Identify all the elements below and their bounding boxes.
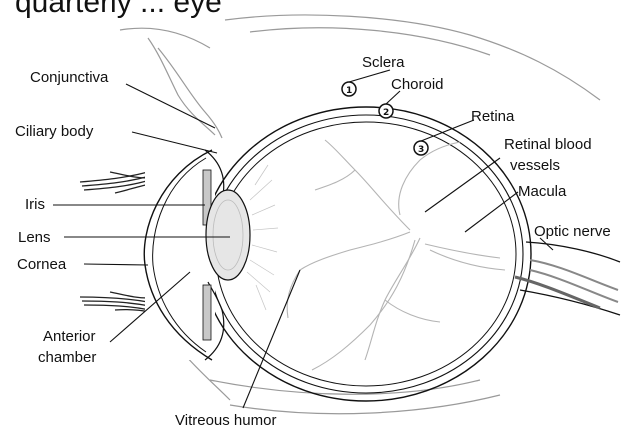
label-ciliary-body: Ciliary body: [15, 123, 94, 140]
lower-eyelashes: [80, 292, 150, 312]
label-anterior-chamber-1: Anterior: [43, 328, 96, 345]
socket-upper-2: [250, 28, 490, 55]
label-iris: Iris: [25, 196, 45, 213]
marker-sclera: 1: [342, 82, 356, 96]
eye-illustration: 1 2 3: [80, 15, 620, 414]
labels: Sclera Choroid Retina Retinal blood vess…: [15, 54, 611, 429]
upper-eyelashes: [80, 172, 150, 193]
label-cornea: Cornea: [17, 256, 67, 273]
label-sclera: Sclera: [362, 54, 405, 71]
iris-lower: [203, 285, 211, 340]
upper-lid-inner: [158, 48, 222, 138]
label-lens: Lens: [18, 229, 51, 246]
label-retina: Retina: [471, 108, 515, 125]
label-vitreous-humor: Vitreous humor: [175, 412, 276, 429]
label-macula: Macula: [518, 183, 567, 200]
optic-nerve-lower: [520, 290, 620, 315]
label-choroid: Choroid: [391, 76, 444, 93]
label-conjunctiva: Conjunctiva: [30, 69, 109, 86]
label-anterior-chamber-2: chamber: [38, 349, 96, 366]
socket-lower: [230, 395, 500, 414]
svg-text:3: 3: [418, 145, 424, 155]
label-retinal-blood-vessels-1: Retinal blood: [504, 136, 592, 153]
retinal-vessels: [287, 140, 505, 370]
upper-eyelid-outline: [148, 38, 215, 135]
title-fragment: quarterly ... eye: [15, 0, 222, 19]
brow-outline: [120, 28, 210, 48]
optic-nerve-upper: [526, 242, 620, 262]
marker-choroid: 2: [379, 104, 393, 118]
svg-text:2: 2: [383, 108, 389, 118]
zonule-fibers: [247, 165, 278, 310]
label-optic-nerve: Optic nerve: [534, 223, 611, 240]
label-retinal-blood-vessels-2: vessels: [510, 157, 560, 174]
svg-text:1: 1: [346, 86, 352, 96]
marker-retina: 3: [414, 141, 428, 155]
